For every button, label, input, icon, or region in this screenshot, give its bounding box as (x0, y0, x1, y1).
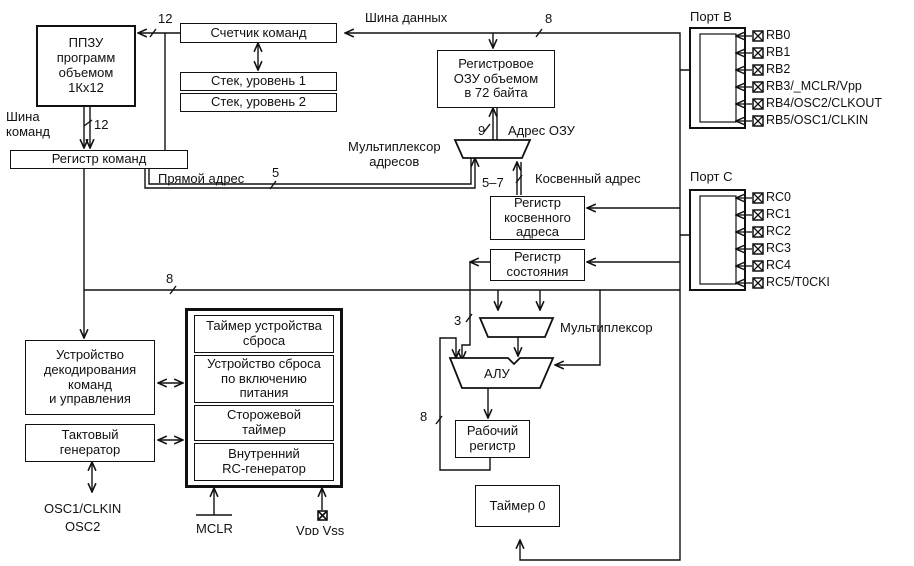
width-pc-ppzu: 12 (158, 11, 173, 26)
power-on-reset-block: Устройство сброса по включению питания (194, 355, 334, 403)
port-c-pin-cross (752, 260, 764, 272)
width-data-bus: 8 (545, 11, 553, 26)
stack-level-2-block: Стек, уровень 2 (180, 93, 337, 112)
reset-group: Таймер устройства сброса Устройство сбро… (185, 308, 343, 488)
width-mux-in: 3 (454, 313, 462, 328)
port-b-pin-cross (752, 81, 764, 93)
port-b-pin-label: RB4/OSC2/CLKOUT (766, 96, 883, 110)
decoder-block: Устройство декодирования команд и управл… (25, 340, 155, 415)
ram-address-label: Адрес ОЗУ (508, 123, 575, 138)
alu-label: АЛУ (484, 366, 510, 381)
stack-level-1-block: Стек, уровень 1 (180, 72, 337, 91)
mux-shape (478, 317, 555, 338)
port-c-pin-cross (752, 226, 764, 238)
port-b-pin-label: RB5/OSC1/CLKIN (766, 113, 869, 127)
port-c-pin-cross (752, 277, 764, 289)
fsr-block: Регистр косвенного адреса (490, 195, 585, 240)
width-indirect: 5–7 (482, 175, 504, 190)
status-register-block: Регистр состояния (490, 249, 585, 281)
width-direct: 5 (272, 165, 280, 180)
port-c-pin-label: RC4 (766, 258, 792, 272)
program-counter-block: Счетчик команд (180, 23, 337, 43)
port-c-pin-label: RC5/T0CKI (766, 275, 830, 289)
instr-bus-label: Шина команд (6, 109, 50, 139)
port-c-pin-label: RC3 (766, 241, 792, 255)
port-b-pin-cross (752, 98, 764, 110)
data-bus-line (345, 33, 681, 561)
width-ram-addr: 9 (478, 123, 486, 138)
port-c-label: Порт C (690, 169, 733, 184)
direct-address-label: Прямой адрес (158, 171, 245, 186)
width-main-bus: 8 (166, 271, 174, 286)
reset-timer-block: Таймер устройства сброса (194, 315, 334, 353)
register-ram-block: Регистровое ОЗУ объемом в 72 байта (437, 50, 555, 108)
port-c-pin-label: RC2 (766, 224, 792, 238)
port-c-pin-cross (752, 243, 764, 255)
clock-generator-block: Тактовый генератор (25, 424, 155, 462)
width-instr-bus: 12 (94, 117, 109, 132)
timer0-block: Таймер 0 (475, 485, 560, 527)
watchdog-timer-block: Сторожевой таймер (194, 405, 334, 441)
port-b-pin-label: RB1 (766, 45, 791, 59)
ppzu-block: ППЗУ программ объемом 1Кх12 (36, 25, 136, 107)
port-b-pin-label: RB3/_MCLR/Vpp (766, 79, 862, 93)
addr-mux-label: Мультиплексор адресов (348, 139, 441, 169)
port-b-pin-cross (752, 64, 764, 76)
addr-mux-shape (453, 139, 532, 159)
port-b-pin-label: RB2 (766, 62, 791, 76)
alu-shape (448, 357, 555, 389)
width-w-bus: 8 (420, 409, 428, 424)
data-bus-label: Шина данных (365, 10, 448, 25)
mclr-label: MCLR (196, 521, 233, 536)
port-b-pin-cross (752, 115, 764, 127)
instruction-register-block: Регистр команд (10, 150, 188, 169)
rc-oscillator-block: Внутренний RC-генератор (194, 443, 334, 481)
port-b-pin-cross (752, 47, 764, 59)
port-b-pin-label: RB0 (766, 28, 791, 42)
port-b-label: Порт B (690, 9, 732, 24)
port-c-pin-cross (752, 192, 764, 204)
vdd-vss-label: Vᴅᴅ Vss (296, 523, 345, 538)
port-c-pin-label: RC1 (766, 207, 792, 221)
port-c-pin-label: RC0 (766, 190, 792, 204)
working-register-block: Рабочий регистр (455, 420, 530, 458)
mux-label: Мультиплексор (560, 320, 653, 335)
osc-label: OSC1/CLKIN OSC2 (44, 501, 122, 534)
port-c-pin-cross (752, 209, 764, 221)
port-b-pin-cross (752, 30, 764, 42)
indirect-address-label: Косвенный адрес (535, 171, 641, 186)
